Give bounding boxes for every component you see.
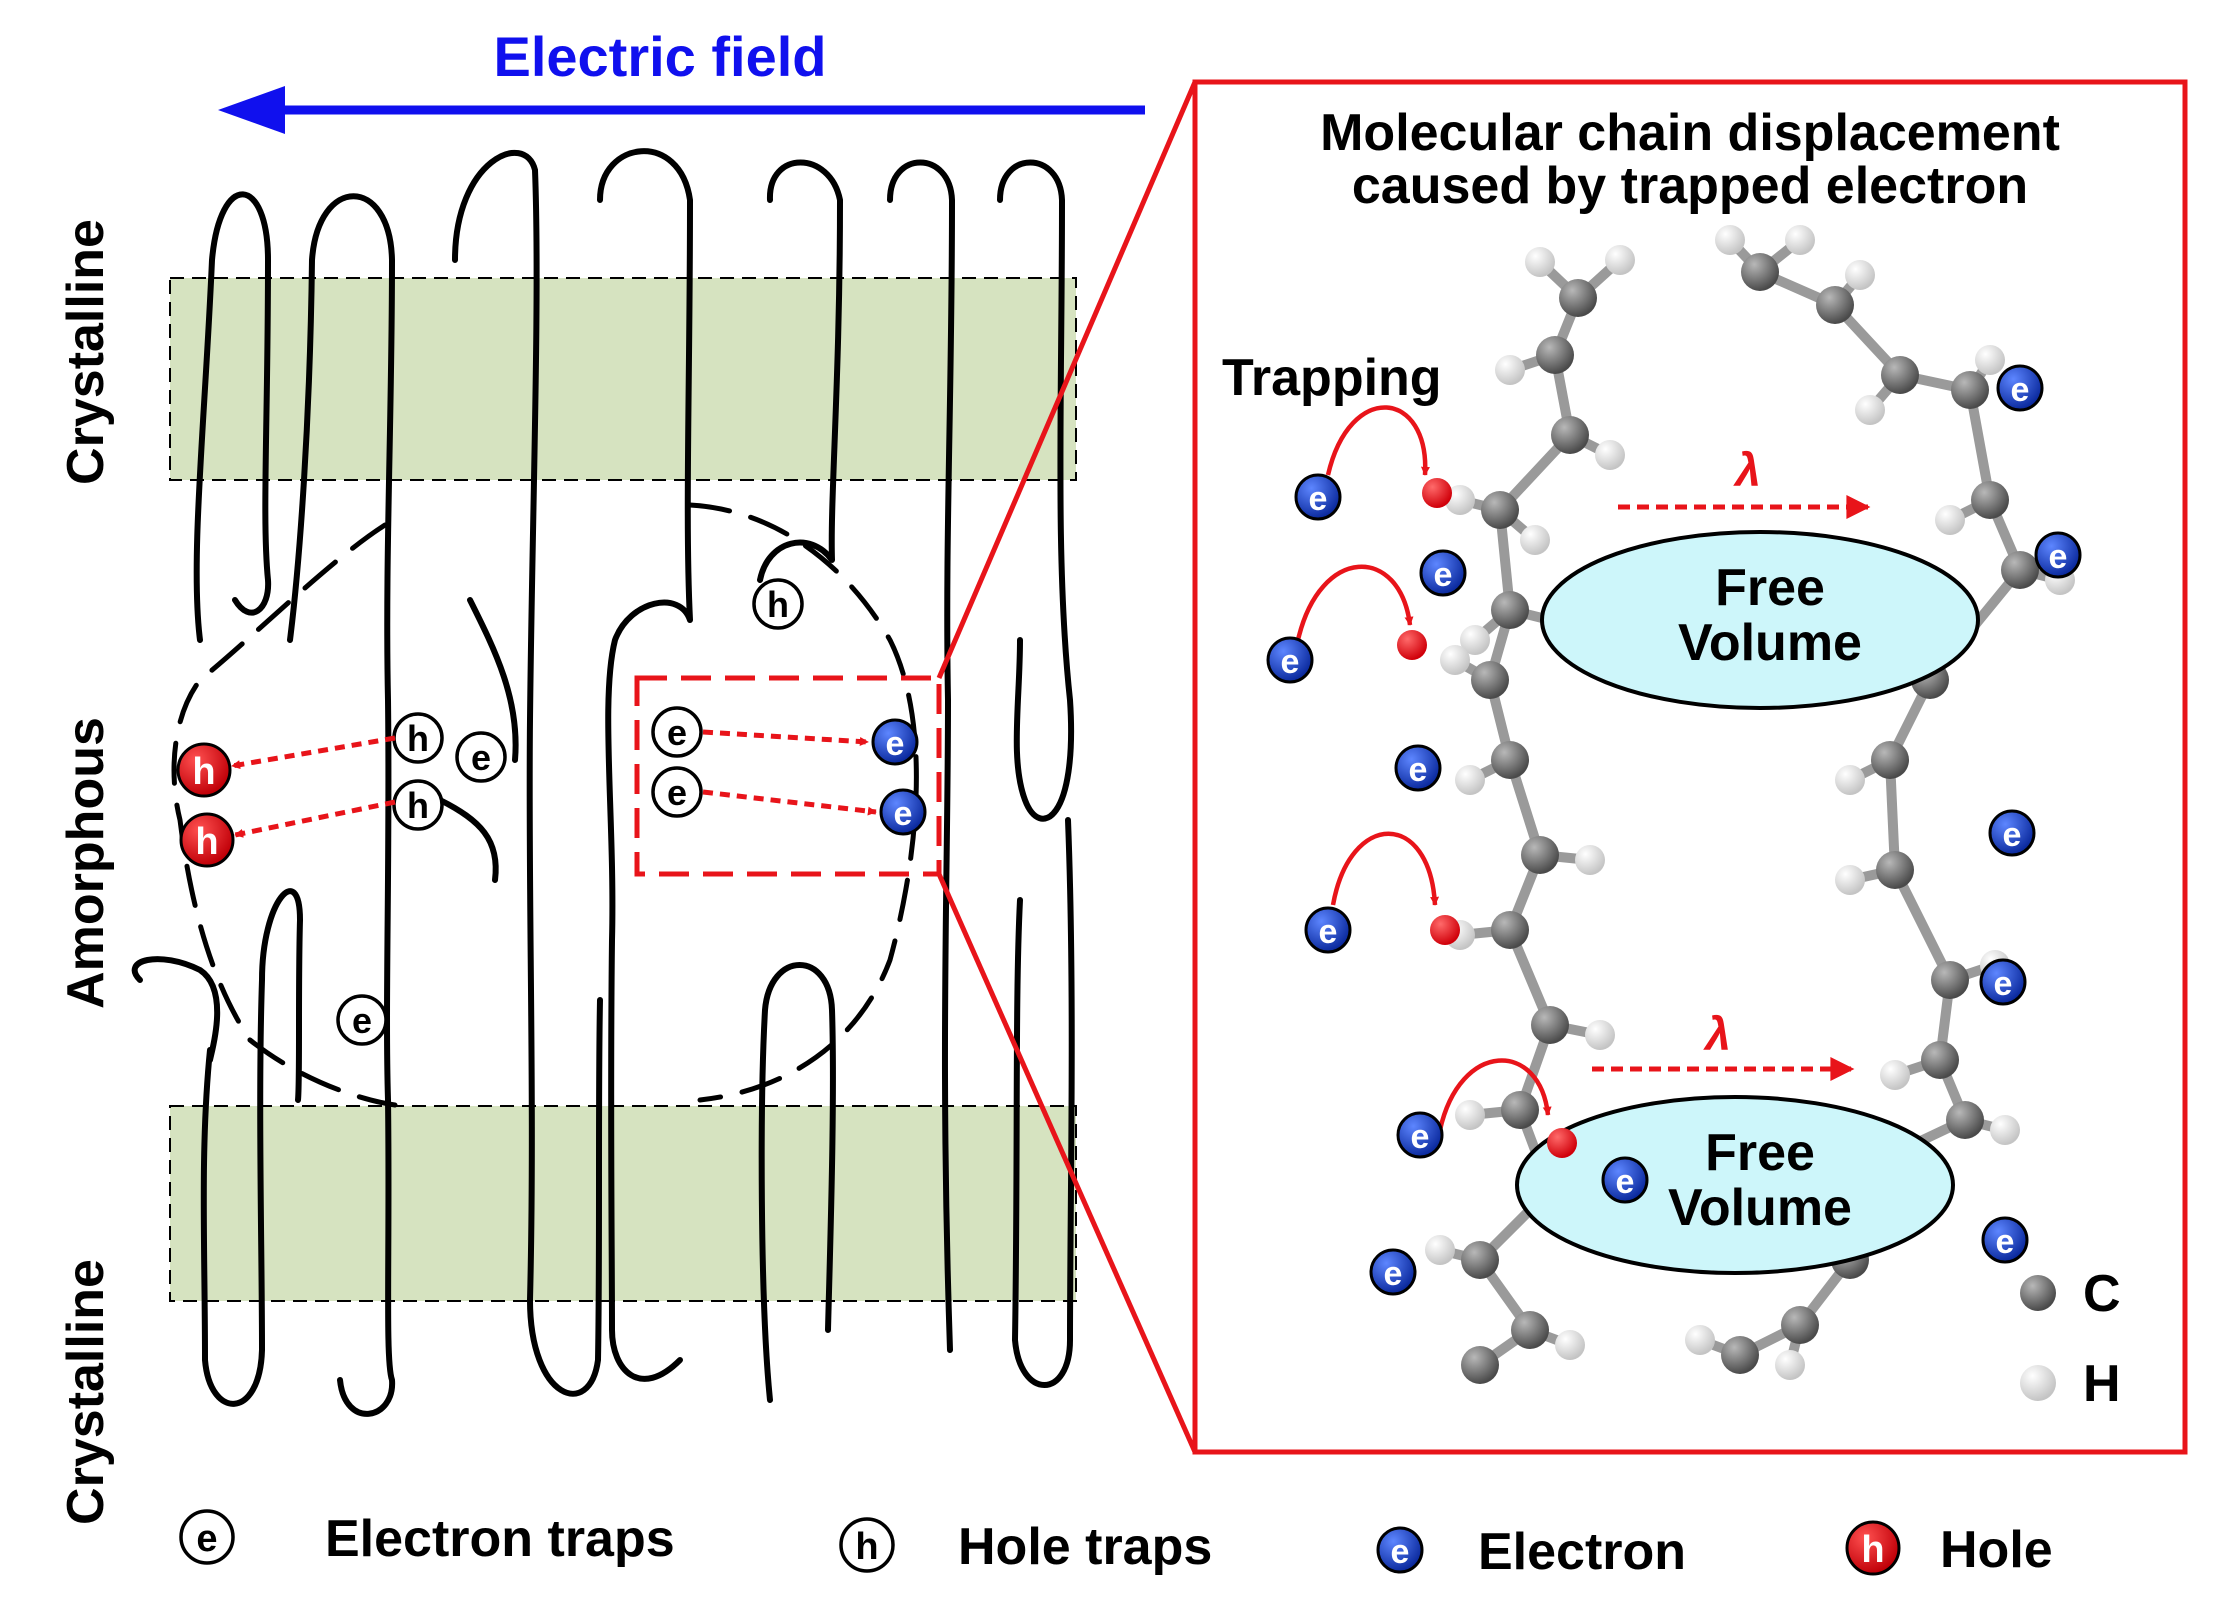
free-volume-top: Free Volume	[1540, 530, 1980, 710]
svg-text:e: e	[1309, 480, 1328, 518]
svg-text:e: e	[2011, 371, 2030, 409]
electron-carrier: e	[1394, 744, 1442, 792]
electron-carrier: e	[1419, 549, 1467, 597]
trap-carriers-left: h h h e e e e h	[176, 578, 927, 1046]
crystalline-band-bottom	[169, 1105, 1077, 1302]
electron-trap-marker: e	[651, 766, 703, 818]
free-volume-bottom: Free Volume	[1515, 1095, 1955, 1275]
electron-carrier: e	[1979, 958, 2027, 1006]
legend-electron-traps-label: Electron traps	[325, 1510, 675, 1568]
legend-electron: e Electron	[1376, 1523, 1686, 1581]
electron-carrier: e	[1266, 636, 1314, 684]
trapping-arrows	[1295, 405, 1552, 1131]
svg-text:h: h	[407, 718, 429, 759]
displacement-arrows	[1592, 495, 1871, 1081]
legend: e Electron traps h Hole traps e Electron…	[179, 1509, 2053, 1581]
zoom-title-line2: caused by trapped electron	[1352, 157, 2028, 215]
electron-carrier: e	[1981, 1216, 2029, 1264]
carbon-legend-swatch	[2020, 1275, 2056, 1311]
svg-text:h: h	[767, 584, 789, 625]
svg-text:e: e	[1281, 643, 1300, 681]
electric-field-label: Electric field	[493, 25, 826, 88]
trap-sites	[1397, 478, 1577, 1158]
crystalline-top-label: Crystalline	[57, 219, 115, 485]
hydrogen-legend-swatch	[2020, 1365, 2056, 1401]
svg-text:Free: Free	[1715, 559, 1825, 617]
svg-text:e: e	[667, 712, 687, 753]
hydrogen-legend-label: H	[2083, 1355, 2121, 1413]
svg-text:e: e	[1391, 1533, 1410, 1571]
electric-field-arrow	[218, 86, 1145, 134]
hole-trap-marker: h	[392, 779, 444, 831]
svg-text:e: e	[1434, 556, 1453, 594]
electron-carrier: e	[1369, 1248, 1417, 1296]
svg-text:e: e	[1409, 751, 1428, 789]
legend-hole: h Hole	[1845, 1520, 2053, 1579]
zoom-title-line1: Molecular chain displacement	[1320, 104, 2060, 162]
polymer-chains	[131, 148, 1075, 1417]
svg-text:e: e	[894, 795, 913, 833]
hole-carrier: h	[176, 742, 232, 798]
svg-text:h: h	[1861, 1529, 1884, 1571]
svg-text:h: h	[855, 1526, 878, 1568]
electron-trap-marker: e	[336, 994, 388, 1046]
svg-text:e: e	[1319, 913, 1338, 951]
svg-text:h: h	[407, 785, 429, 826]
electron-carrier: e	[871, 718, 919, 766]
svg-text:e: e	[886, 725, 905, 763]
amorphous-boundary	[171, 502, 919, 1108]
svg-text:Free: Free	[1705, 1124, 1815, 1182]
svg-text:Volume: Volume	[1668, 1179, 1852, 1237]
amorphous-label: Amorphous	[57, 717, 115, 1009]
lambda-bottom: λ	[1702, 1008, 1731, 1060]
legend-electron-trap: e Electron traps	[179, 1509, 675, 1568]
lambda-top: λ	[1732, 444, 1761, 496]
svg-text:h: h	[195, 821, 218, 863]
svg-text:e: e	[2049, 538, 2068, 576]
svg-text:e: e	[1384, 1255, 1403, 1293]
hole-carrier: h	[179, 812, 235, 868]
svg-text:h: h	[192, 751, 215, 793]
legend-hole-trap: h Hole traps	[839, 1517, 1212, 1576]
electron-carrier: e	[1601, 1156, 1649, 1204]
svg-text:Volume: Volume	[1678, 614, 1862, 672]
legend-hole-label: Hole	[1940, 1521, 2053, 1579]
electron-trap-marker: e	[651, 706, 703, 758]
svg-text:e: e	[2003, 816, 2022, 854]
zoom-source-box	[634, 675, 942, 877]
electron-carrier: e	[1396, 1111, 1444, 1159]
svg-text:e: e	[471, 737, 491, 778]
svg-text:e: e	[196, 1518, 217, 1560]
atom-legend: C H	[2020, 1265, 2121, 1413]
electron-carrier: e	[1304, 906, 1352, 954]
electron-trap-marker: e	[455, 731, 507, 783]
electron-carrier: e	[1996, 364, 2044, 412]
zoom-line-top	[936, 81, 1198, 679]
hole-trap-marker: h	[752, 578, 804, 630]
svg-text:e: e	[1616, 1163, 1635, 1201]
hole-trap-marker: h	[392, 712, 444, 764]
legend-hole-traps-label: Hole traps	[958, 1518, 1212, 1576]
trapping-label: Trapping	[1222, 349, 1442, 407]
crystalline-band-top	[169, 277, 1077, 481]
svg-text:e: e	[1411, 1118, 1430, 1156]
zoom-electrons: e e e e e e e e e e e e e	[1266, 364, 2082, 1296]
svg-text:e: e	[667, 772, 687, 813]
legend-electron-label: Electron	[1478, 1523, 1686, 1581]
zoom-line-bottom	[936, 872, 1198, 1454]
electron-carrier: e	[879, 788, 927, 836]
svg-text:e: e	[1994, 965, 2013, 1003]
electron-carrier: e	[1988, 809, 2036, 857]
svg-text:e: e	[1996, 1223, 2015, 1261]
svg-text:e: e	[352, 1000, 372, 1041]
crystalline-bottom-label: Crystalline	[57, 1259, 115, 1525]
carbon-legend-label: C	[2083, 1265, 2121, 1323]
electron-carrier: e	[1294, 473, 1342, 521]
electron-carrier: e	[2034, 531, 2082, 579]
